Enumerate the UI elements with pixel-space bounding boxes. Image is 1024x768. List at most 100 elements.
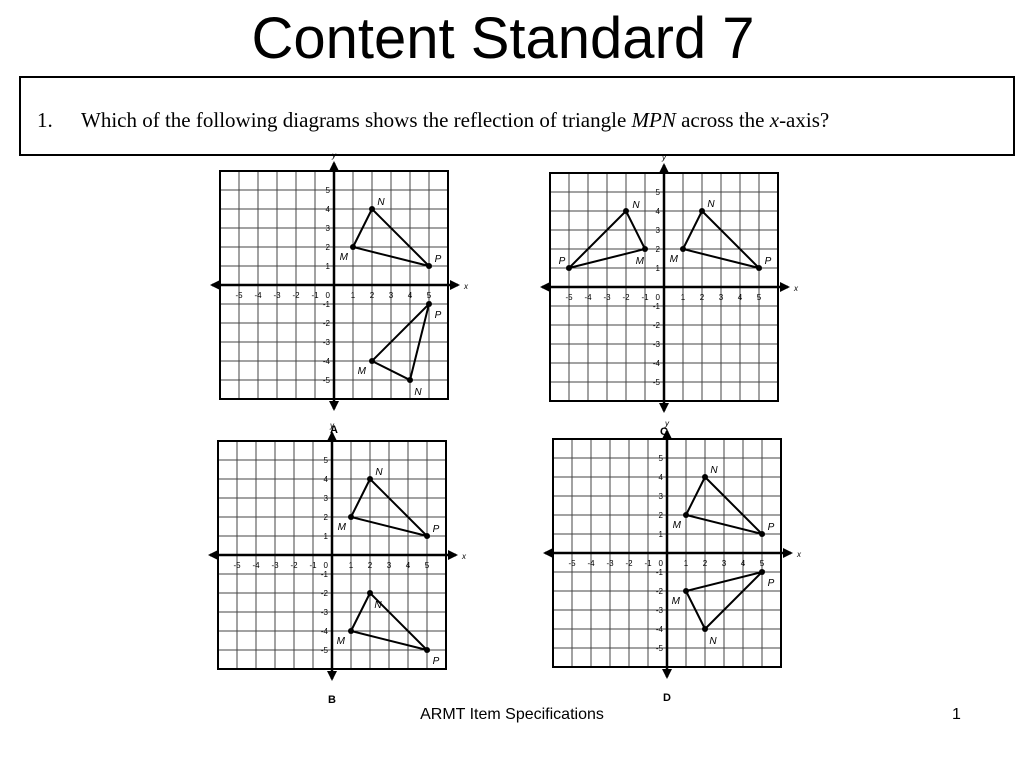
vertex-label: M — [338, 522, 347, 533]
vertex-point — [348, 514, 354, 520]
x-tick-label: 1 — [349, 561, 354, 570]
y-tick-label: -4 — [656, 625, 664, 634]
x-axis-label: x — [463, 282, 469, 291]
y-tick-label: 3 — [656, 226, 661, 235]
arrow-down-icon — [662, 669, 672, 679]
x-tick-label: -5 — [233, 561, 241, 570]
vertex-point — [566, 265, 572, 271]
x-tick-label: -1 — [309, 561, 317, 570]
x-tick-label: -3 — [603, 293, 611, 302]
question-box: 1. Which of the following diagrams shows… — [19, 76, 1015, 156]
vertex-point — [367, 476, 373, 482]
x-tick-label: 1 — [684, 559, 689, 568]
question-text: Which of the following diagrams shows th… — [81, 108, 829, 133]
y-tick-label: 2 — [324, 513, 329, 522]
vertex-point — [759, 531, 765, 537]
diagram-letter: C — [660, 426, 668, 438]
vertex-label: M — [673, 520, 682, 531]
y-tick-label: -5 — [653, 378, 661, 387]
x-tick-label: -5 — [568, 559, 576, 568]
x-tick-label: -4 — [254, 291, 262, 300]
y-tick-label: 2 — [326, 243, 331, 252]
vertex-point — [702, 626, 708, 632]
vertex-label: P — [559, 256, 566, 267]
arrow-up-icon — [329, 161, 339, 171]
x-tick-label: -2 — [622, 293, 630, 302]
vertex-label: M — [670, 254, 679, 265]
x-tick-label: 3 — [722, 559, 727, 568]
x-tick-label: 2 — [700, 293, 705, 302]
arrow-right-icon — [450, 280, 460, 290]
vertex-point — [348, 628, 354, 634]
y-tick-label: 5 — [324, 456, 329, 465]
question-number: 1. — [37, 108, 53, 132]
y-tick-label: 3 — [659, 492, 664, 501]
vertex-label: N — [710, 465, 718, 476]
y-tick-label: 5 — [659, 454, 664, 463]
x-axis-label: x — [461, 552, 467, 561]
x-tick-label: -2 — [292, 291, 300, 300]
x-tick-label: -2 — [625, 559, 633, 568]
slide-title: Content Standard 7 — [251, 6, 755, 71]
triangle — [684, 570, 766, 631]
triangle — [370, 300, 431, 382]
x-tick-label: 3 — [389, 291, 394, 300]
arrow-down-icon — [327, 671, 337, 681]
arrow-right-icon — [780, 282, 790, 292]
footer-text: ARMT Item Specifications — [420, 706, 604, 723]
arrow-down-icon — [329, 401, 339, 411]
x-tick-label: -4 — [252, 561, 260, 570]
x-tick-label: 5 — [425, 561, 430, 570]
vertex-point — [759, 569, 765, 575]
vertex-label: M — [337, 636, 346, 647]
vertex-label: P — [435, 310, 442, 321]
x-tick-label: 4 — [406, 561, 411, 570]
arrow-up-icon — [662, 429, 672, 439]
origin-label: 0 — [659, 559, 664, 568]
vertex-label: N — [374, 600, 382, 611]
x-tick-label: 2 — [703, 559, 708, 568]
y-tick-label: 5 — [326, 186, 331, 195]
x-tick-label: -1 — [641, 293, 649, 302]
x-axis-label: x — [796, 550, 802, 559]
vertex-label: P — [433, 656, 440, 667]
vertex-label: N — [632, 200, 640, 211]
y-tick-label: -4 — [323, 357, 331, 366]
x-tick-label: -1 — [644, 559, 652, 568]
diagram-letter: B — [328, 694, 336, 706]
vertex-point — [369, 358, 375, 364]
diagram-letter: D — [663, 692, 671, 704]
y-tick-label: -2 — [321, 589, 329, 598]
y-axis-label: y — [331, 151, 337, 160]
y-tick-label: 4 — [326, 205, 331, 214]
vertex-point — [642, 246, 648, 252]
x-tick-label: -4 — [587, 559, 595, 568]
question-text-after: -axis? — [779, 108, 830, 132]
y-tick-label: -4 — [321, 627, 329, 636]
question-text-before: Which of the following diagrams shows th… — [81, 108, 632, 132]
vertex-label: N — [377, 197, 385, 208]
x-tick-label: 5 — [427, 291, 432, 300]
vertex-point — [424, 533, 430, 539]
vertex-point — [683, 512, 689, 518]
y-tick-label: -1 — [653, 302, 661, 311]
vertex-point — [683, 588, 689, 594]
y-tick-label: -1 — [323, 300, 331, 309]
arrow-left-icon — [210, 280, 220, 290]
x-tick-label: -3 — [606, 559, 614, 568]
arrow-left-icon — [540, 282, 550, 292]
y-tick-label: -3 — [323, 338, 331, 347]
triangle — [349, 477, 431, 538]
y-tick-label: -2 — [656, 587, 664, 596]
vertex-label: N — [414, 387, 422, 398]
question-text-middle: across the — [675, 108, 770, 132]
vertex-point — [699, 208, 705, 214]
